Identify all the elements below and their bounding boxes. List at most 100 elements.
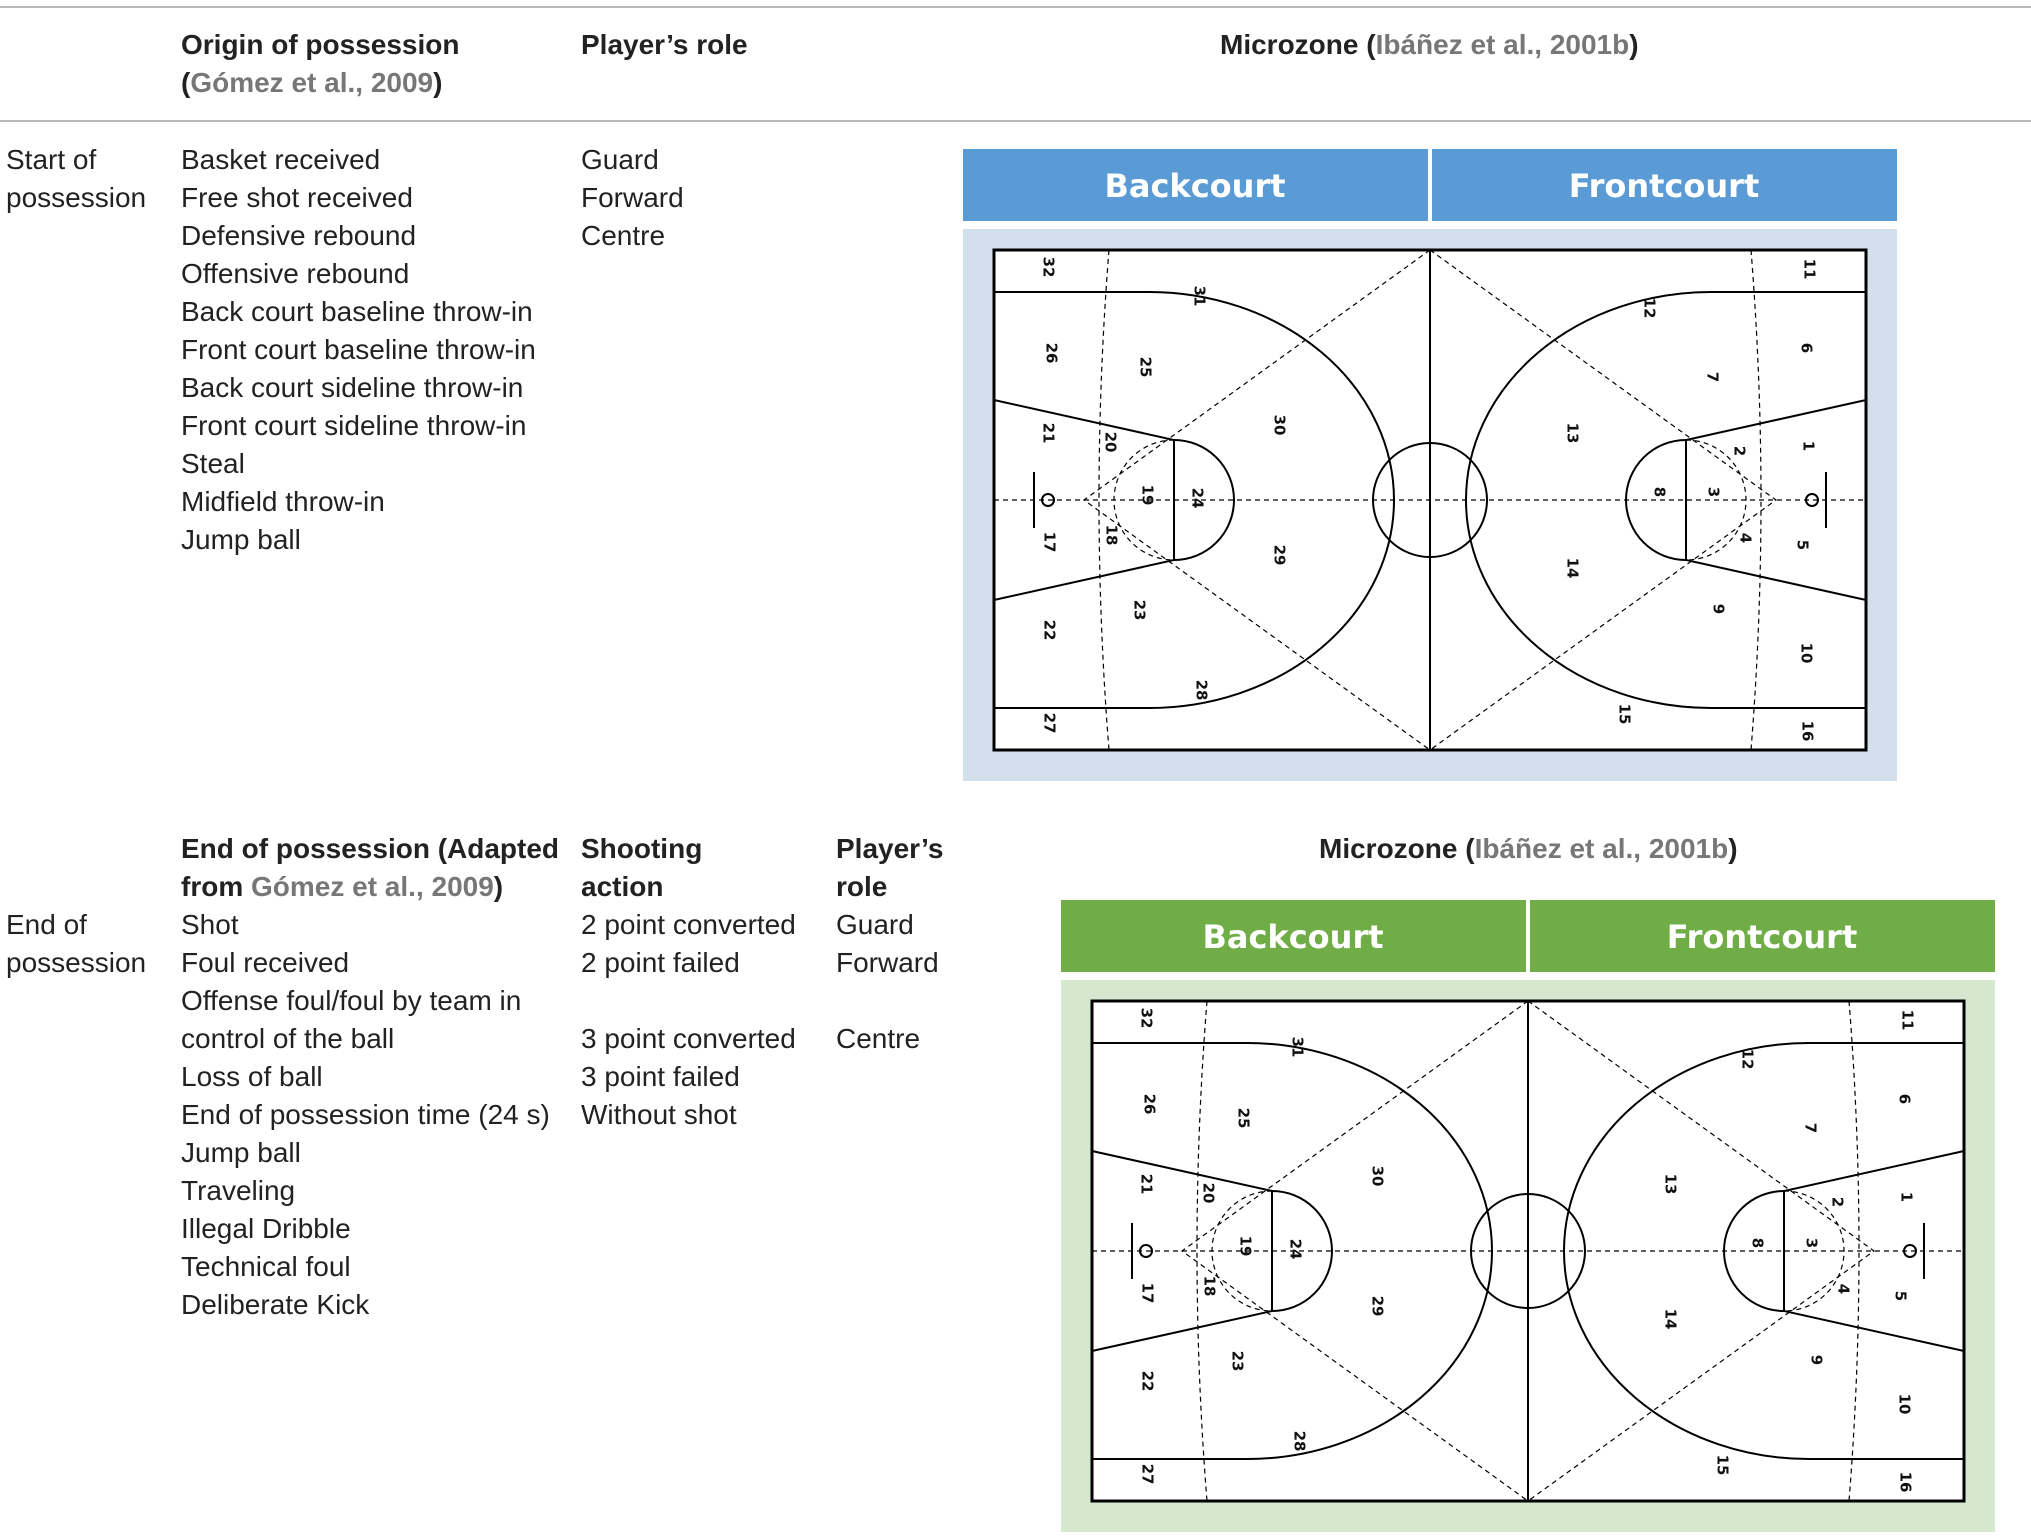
- player-role-header: Player’s role: [836, 833, 944, 902]
- list-item: Guard: [581, 144, 659, 175]
- zone-number-label: 1: [1898, 1192, 1916, 1202]
- backcourt-band: [963, 149, 1428, 221]
- zone-number-label: 14: [1662, 1309, 1680, 1330]
- list-item: Basket received: [181, 144, 381, 175]
- backcourt-label: Backcourt: [1202, 918, 1383, 956]
- list-item: Front court sideline throw-in: [181, 410, 527, 441]
- list-item: Back court sideline throw-in: [181, 372, 524, 403]
- list-item: Centre: [836, 1023, 921, 1054]
- list-item: Traveling: [181, 1175, 296, 1206]
- zone-number-label: 2: [1829, 1197, 1847, 1207]
- zone-number-label: 23: [1229, 1351, 1247, 1372]
- row-label-start: Start of possession: [6, 144, 147, 213]
- zone-number-label: 26: [1043, 343, 1061, 364]
- list-item: Centre: [581, 220, 666, 251]
- zone-number-label: 11: [1801, 259, 1819, 280]
- list-item: Offensive rebound: [181, 258, 410, 289]
- list-item: [581, 982, 796, 1020]
- row-label-end: End of possession: [6, 909, 147, 978]
- zone-number-label: 11: [1899, 1010, 1917, 1031]
- zone-number-label: 9: [1808, 1355, 1826, 1365]
- zone-number-label: 5: [1892, 1291, 1910, 1301]
- zone-number-label: 30: [1271, 415, 1289, 436]
- zone-number-label: 18: [1201, 1276, 1219, 1297]
- zone-number-label: 30: [1369, 1166, 1387, 1187]
- frontcourt-label: Frontcourt: [1667, 918, 1857, 956]
- citation-ibanez[interactable]: Ibáñez et al., 2001b: [1474, 833, 1729, 864]
- zone-number-label: 29: [1271, 545, 1289, 566]
- list-item: Defensive rebound: [181, 220, 417, 251]
- frontcourt-label: Frontcourt: [1569, 167, 1759, 205]
- zone-number-label: 10: [1798, 643, 1816, 664]
- citation-gomez[interactable]: Gómez et al., 2009: [190, 67, 434, 98]
- zone-number-label: 28: [1193, 680, 1211, 701]
- zone-number-label: 13: [1662, 1174, 1680, 1195]
- zone-number-label: 32: [1138, 1008, 1156, 1029]
- zone-number-label: 7: [1802, 1123, 1820, 1133]
- zone-number-label: 3: [1803, 1238, 1821, 1248]
- zone-number-label: 20: [1102, 432, 1120, 453]
- list-item: Technical foul: [181, 1251, 351, 1282]
- list-item: Illegal Dribble: [181, 1213, 351, 1244]
- zone-number-label: 1: [1800, 441, 1818, 451]
- role-list: Guard Forward Centre: [581, 141, 684, 255]
- zone-number-label: 16: [1799, 721, 1817, 742]
- zone-number-label: 28: [1291, 1431, 1309, 1452]
- zone-number-label: 15: [1616, 704, 1634, 725]
- list-item: Guard: [836, 909, 914, 940]
- list-item: Back court baseline throw-in: [181, 296, 533, 327]
- list-item: control of the ball: [181, 1023, 395, 1054]
- end-list: Shot Foul received Offense foul/foul by …: [181, 906, 550, 1324]
- zone-number-label: 27: [1139, 1464, 1157, 1485]
- zone-number-label: 5: [1794, 540, 1812, 550]
- list-item: Front court baseline throw-in: [181, 334, 536, 365]
- list-item: 3 point converted: [581, 1023, 796, 1054]
- list-item: Deliberate Kick: [181, 1289, 370, 1320]
- zone-number-label: 24: [1189, 488, 1207, 509]
- zone-number-label: 19: [1237, 1236, 1255, 1257]
- list-item: End of possession time (24 s): [181, 1099, 550, 1130]
- role-list: Guard Forward Centre: [836, 906, 939, 1058]
- list-item: Loss of ball: [181, 1061, 323, 1092]
- frontcourt-band: [1530, 900, 1995, 972]
- zone-number-label: 10: [1896, 1394, 1914, 1415]
- citation-ibanez[interactable]: Ibáñez et al., 2001b: [1375, 29, 1630, 60]
- zone-number-label: 8: [1749, 1238, 1767, 1248]
- zone-number-label: 25: [1235, 1108, 1253, 1129]
- list-item: Shot: [181, 909, 239, 940]
- zone-number-label: 20: [1200, 1183, 1218, 1204]
- zone-number-label: 6: [1896, 1094, 1914, 1104]
- list-item: Without shot: [581, 1099, 737, 1130]
- top-rule: [0, 6, 2031, 8]
- citation-gomez[interactable]: Gómez et al., 2009: [251, 871, 494, 902]
- shooting-action-header: Shooting action: [581, 833, 703, 902]
- zone-number-label: 17: [1139, 1283, 1157, 1304]
- list-item: Steal: [181, 448, 245, 479]
- origin-header: Origin of possession (Gómez et al., 2009…: [181, 29, 460, 98]
- zone-number-label: 31: [1191, 286, 1209, 307]
- end-header: End of possession (Adapted from Gómez et…: [181, 833, 560, 902]
- microzone-header: Microzone (Ibáñez et al., 2001b): [1319, 833, 1738, 864]
- frontcourt-band: [1432, 149, 1897, 221]
- list-item: 2 point converted: [581, 909, 796, 940]
- zone-number-label: 29: [1369, 1296, 1387, 1317]
- zone-number-label: 4: [1835, 1284, 1853, 1294]
- zone-number-label: 19: [1139, 485, 1157, 506]
- zone-number-label: 4: [1737, 533, 1755, 543]
- zone-number-label: 7: [1704, 372, 1722, 382]
- zone-number-label: 12: [1641, 298, 1659, 319]
- zone-number-label: 15: [1714, 1455, 1732, 1476]
- list-item: Free shot received: [181, 182, 413, 213]
- zone-number-label: 14: [1564, 558, 1582, 579]
- list-item: Jump ball: [181, 524, 301, 555]
- list-item: Offense foul/foul by team in: [181, 985, 522, 1016]
- zone-number-label: 21: [1040, 423, 1058, 444]
- zone-number-label: 31: [1289, 1037, 1307, 1058]
- zone-number-label: 16: [1897, 1472, 1915, 1493]
- zone-number-label: 32: [1040, 257, 1058, 278]
